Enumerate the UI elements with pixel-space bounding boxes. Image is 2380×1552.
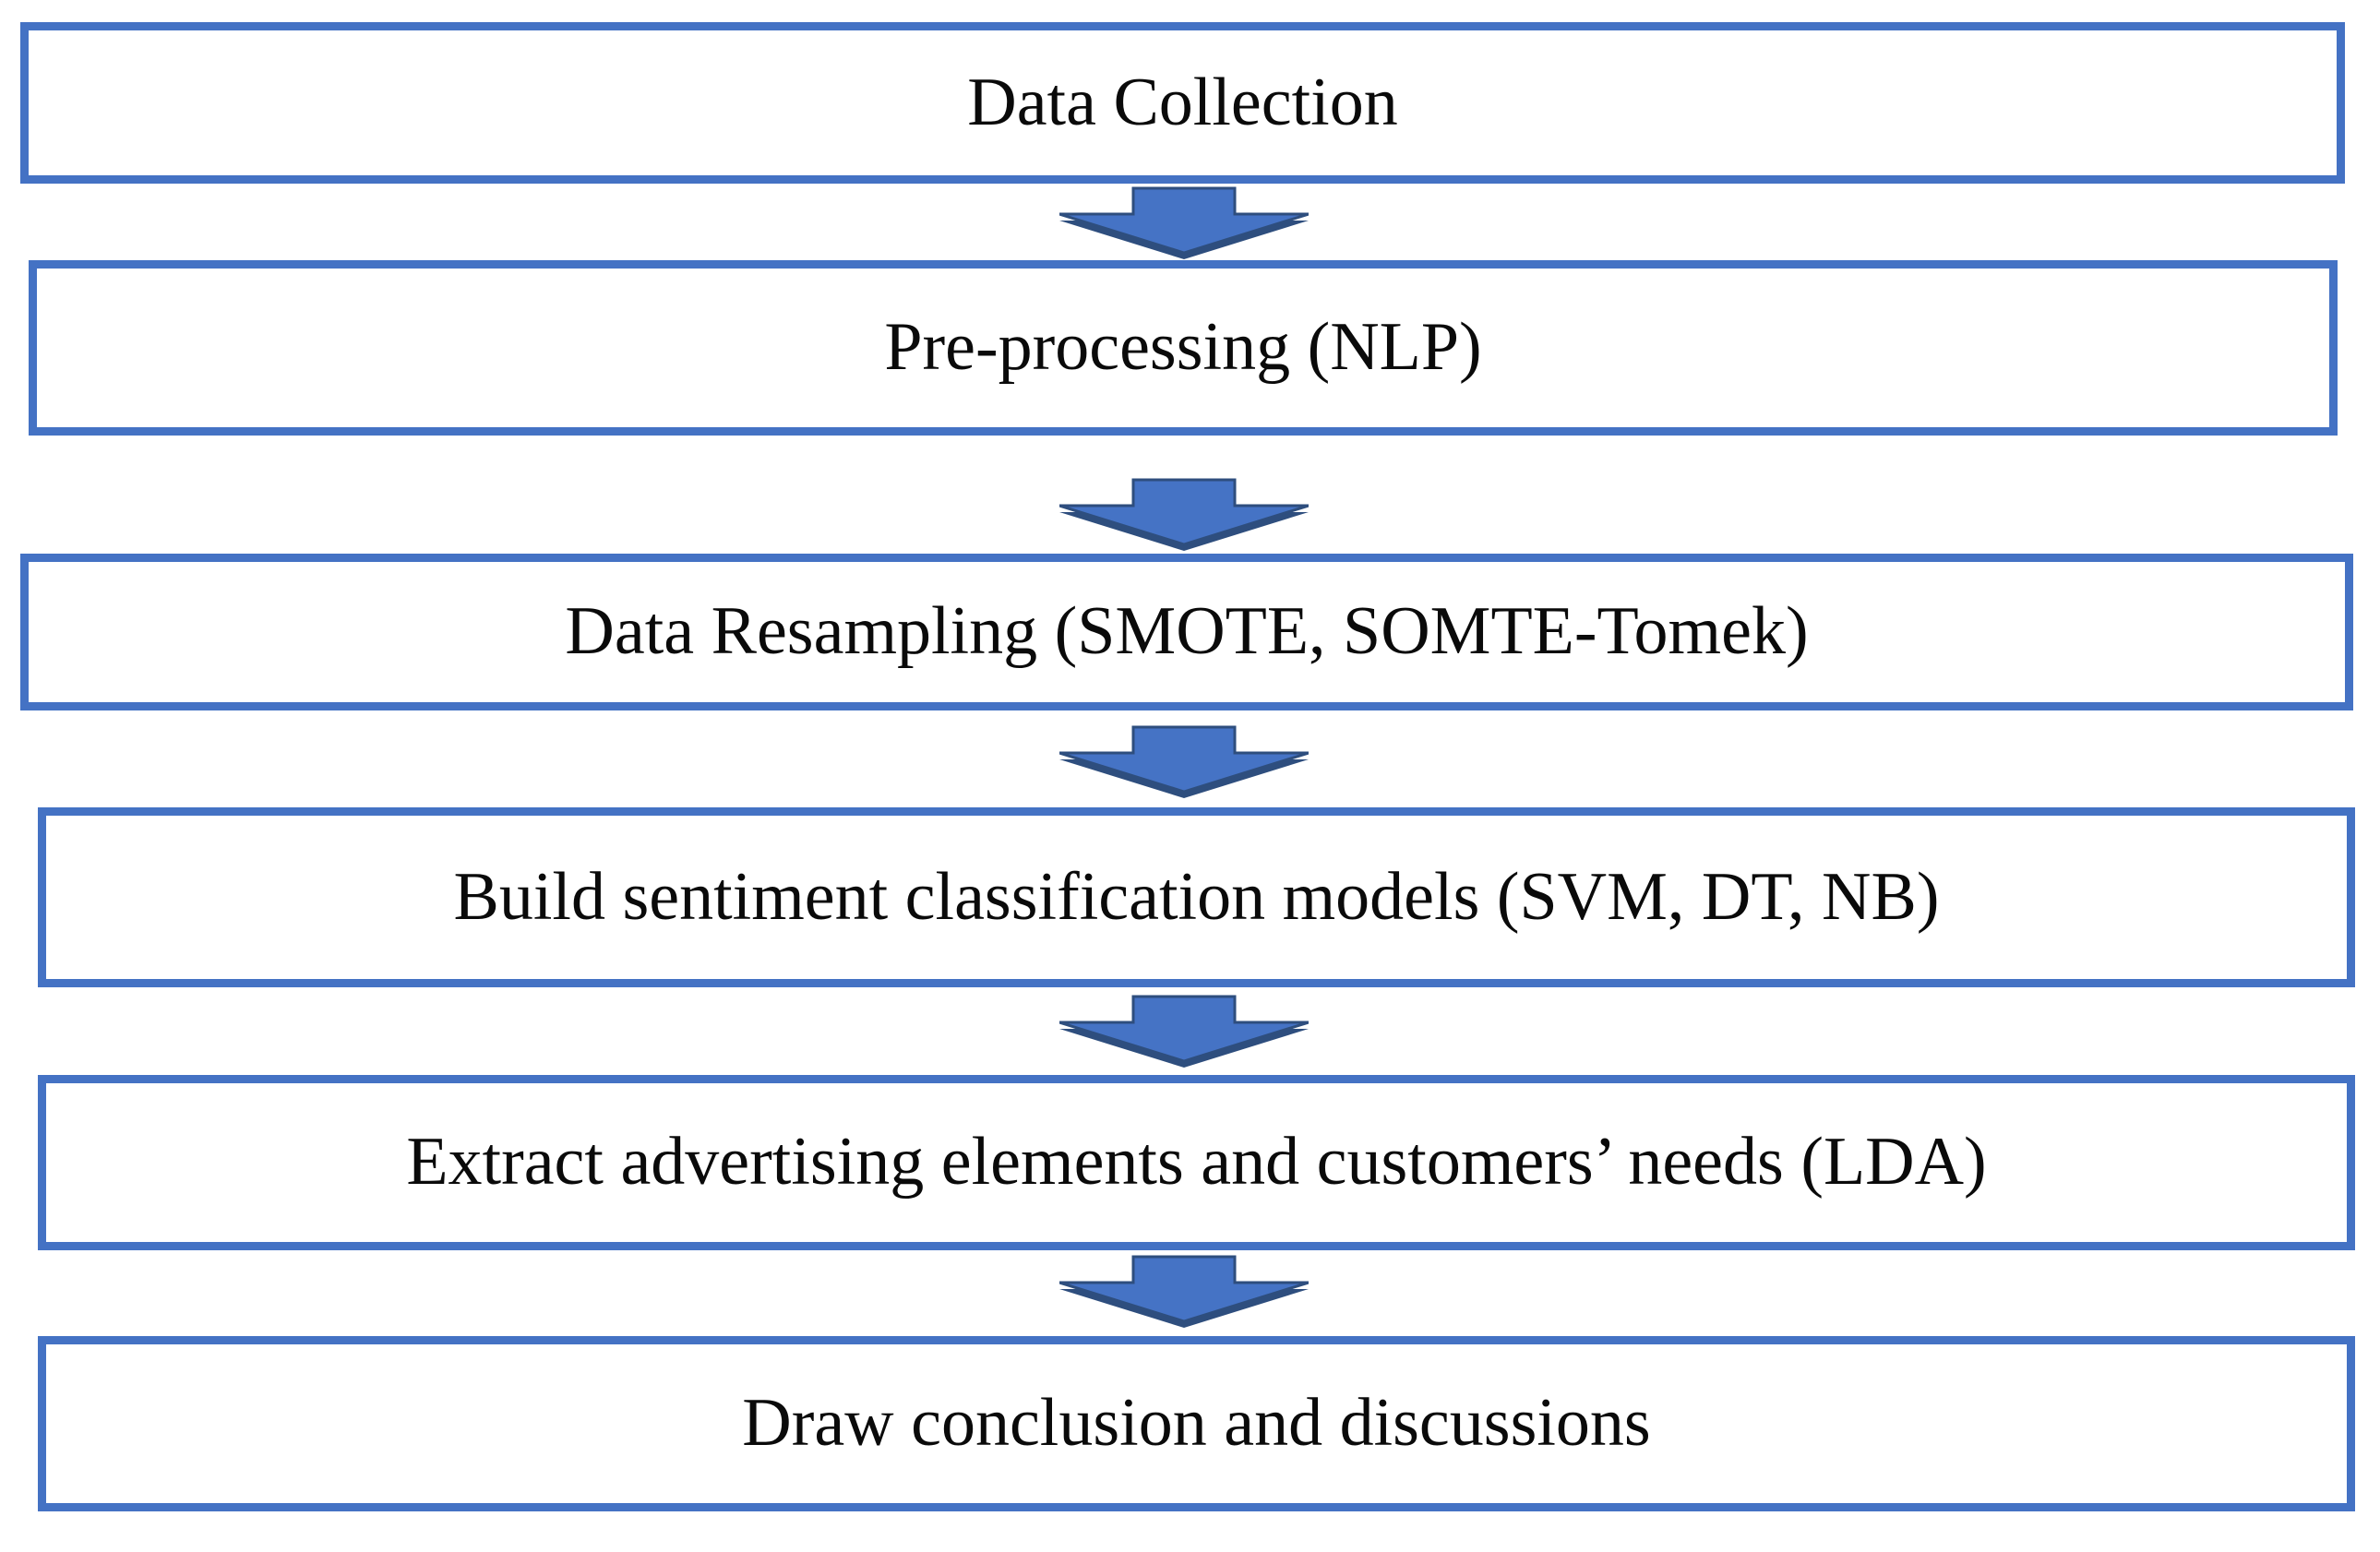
flow-step-label: Draw conclusion and discussions [742,1385,1651,1462]
flow-step-data-resampling: Data Resampling (SMOTE, SOMTE-Tomek) [20,554,2353,710]
flow-step-label: Data Collection [967,64,1398,140]
flow-step-label: Pre-processing (NLP) [884,309,1482,386]
flow-step-label: Build sentiment classification models (S… [453,858,1940,935]
down-arrow-icon [1059,478,1309,555]
flow-step-conclusion: Draw conclusion and discussions [38,1336,2355,1511]
flow-step-preprocessing: Pre-processing (NLP) [29,260,2338,436]
down-arrow-icon [1059,1255,1309,1331]
flow-step-data-collection: Data Collection [20,22,2345,184]
flow-step-build-models: Build sentiment classification models (S… [38,807,2355,987]
flow-step-label: Data Resampling (SMOTE, SOMTE-Tomek) [565,593,1809,670]
flow-step-label: Extract advertising elements and custome… [406,1124,1987,1200]
flow-step-extract-elements: Extract advertising elements and custome… [38,1075,2355,1250]
down-arrow-icon [1059,725,1309,802]
down-arrow-icon [1059,186,1309,263]
down-arrow-icon [1059,995,1309,1071]
